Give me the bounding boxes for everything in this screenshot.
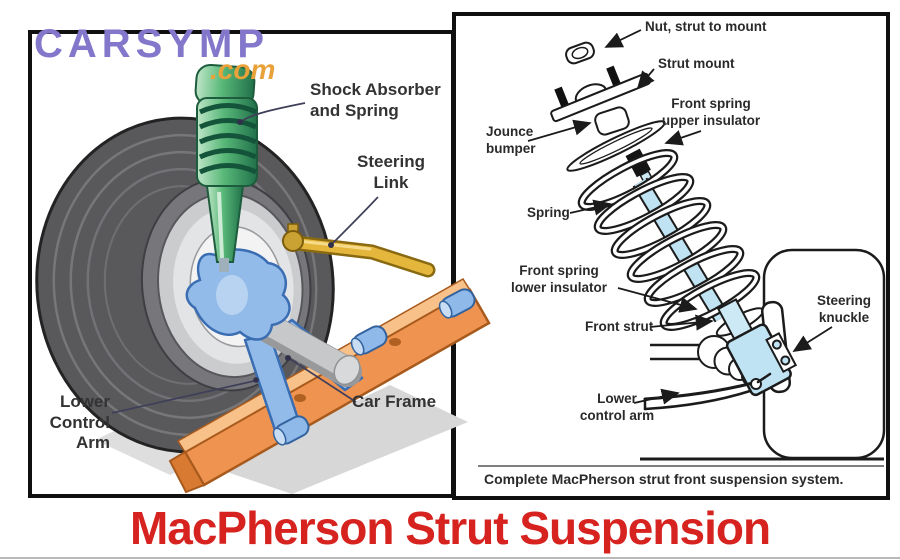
label-nut-strut-to-mount: Nut, strut to mount: [645, 19, 767, 34]
label-spring: Spring: [527, 205, 570, 220]
bottom-edge-line: [0, 557, 900, 559]
label-front-spring-upper-insulator: Front spring upper insulator: [661, 96, 761, 128]
label-car-frame: Car Frame: [352, 392, 437, 411]
label-lower-control-arm: Lower Control Arm: [49, 392, 110, 453]
label-jounce-bumper: Jounce bumper: [486, 124, 536, 156]
right-diagram-panel-border: [452, 12, 890, 500]
logo-tld-text: .com: [210, 54, 276, 85]
label-front-strut: Front strut: [585, 319, 654, 334]
carsymp-logo: CARSYMP .com: [34, 22, 275, 85]
page-title: MacPherson Strut Suspension: [129, 502, 771, 554]
label-steering-knuckle: Steering knuckle: [816, 293, 871, 325]
label-strut-mount: Strut mount: [658, 56, 735, 71]
label-lower-control-arm-right: Lower control arm: [579, 391, 655, 423]
footer-title-strip: MacPherson Strut Suspension: [0, 500, 900, 556]
label-front-spring-lower-insulator: Front spring lower insulator: [510, 263, 608, 295]
diagram-caption: Complete MacPherson strut front suspensi…: [484, 471, 844, 487]
label-steering-link: Steering Link: [356, 152, 426, 192]
logo-brand-text: CARSYMP: [34, 22, 270, 66]
label-shock-absorber-and-spring: Shock Absorber and Spring: [310, 80, 441, 120]
